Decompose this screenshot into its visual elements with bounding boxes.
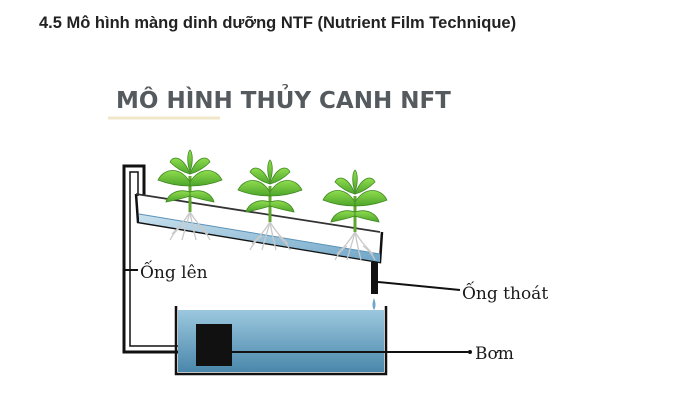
label-inlet-pipe: Ống lên (140, 260, 208, 283)
label-outlet-pipe: Ống thoát (462, 281, 548, 304)
section-heading: 4.5 Mô hình màng dinh dưỡng NTF (Nutrien… (39, 14, 517, 32)
diagram-title: MÔ HÌNH THỦY CANH NFT (116, 84, 451, 114)
pump-block (196, 324, 232, 366)
label-pump: Bơm (475, 344, 514, 364)
inlet-pipe (122, 164, 192, 354)
outlet-pipe (371, 262, 378, 310)
nutrient-tank (174, 306, 388, 376)
